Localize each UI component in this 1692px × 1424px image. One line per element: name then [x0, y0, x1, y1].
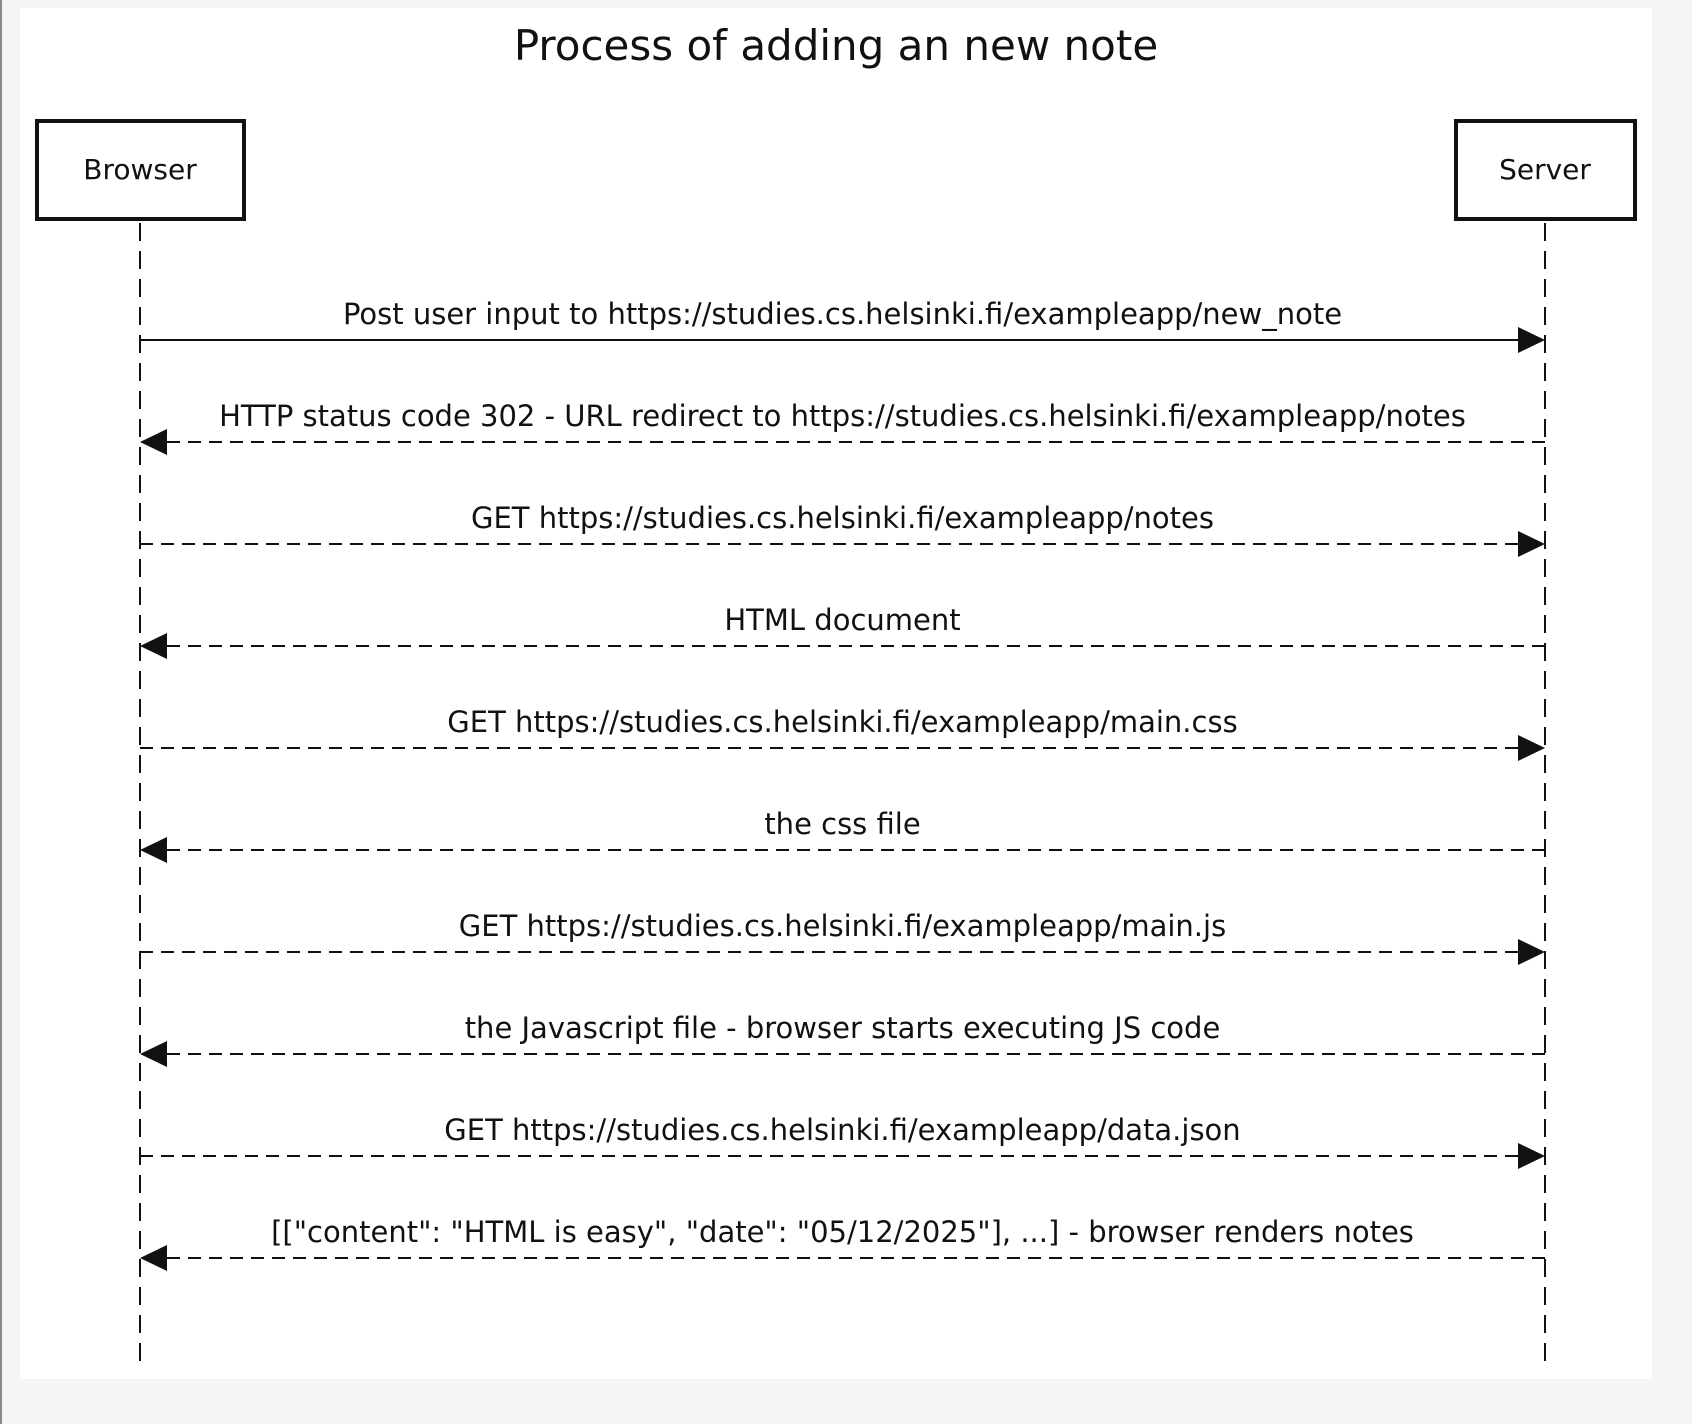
message-label-3: GET https://studies.cs.helsinki.fi/examp… — [471, 501, 1214, 535]
message-label-1: Post user input to https://studies.cs.he… — [343, 297, 1342, 331]
message-arrowhead-4 — [140, 633, 167, 659]
message-label-7: GET https://studies.cs.helsinki.fi/examp… — [459, 909, 1226, 943]
messages-group: Post user input to https://studies.cs.he… — [140, 297, 1545, 1271]
diagram-title: Process of adding an new note — [514, 21, 1158, 70]
message-label-5: GET https://studies.cs.helsinki.fi/examp… — [447, 705, 1237, 739]
message-arrowhead-7 — [1518, 939, 1545, 965]
message-arrowhead-5 — [1518, 735, 1545, 761]
message-arrowhead-2 — [140, 429, 167, 455]
message-arrowhead-6 — [140, 837, 167, 863]
message-arrowhead-1 — [1518, 327, 1545, 353]
message-arrowhead-8 — [140, 1041, 167, 1067]
window-edge — [0, 0, 2, 1424]
message-label-2: HTTP status code 302 - URL redirect to h… — [219, 399, 1466, 433]
message-arrowhead-10 — [140, 1245, 167, 1271]
message-label-4: HTML document — [724, 603, 960, 637]
sequence-diagram: Process of adding an new note Browser Se… — [35, 21, 1637, 1371]
message-label-8: the Javascript file - browser starts exe… — [465, 1011, 1221, 1045]
message-label-6: the css file — [764, 807, 920, 841]
message-arrowhead-3 — [1518, 531, 1545, 557]
participant-server-label: Server — [1499, 153, 1591, 186]
message-label-10: [["content": "HTML is easy", "date": "05… — [271, 1215, 1414, 1249]
participant-browser-label: Browser — [83, 153, 197, 186]
participant-server-box — [1454, 119, 1637, 221]
diagram-canvas: Process of adding an new note Browser Se… — [20, 8, 1652, 1379]
participant-browser-box — [35, 119, 246, 221]
message-label-9: GET https://studies.cs.helsinki.fi/examp… — [444, 1113, 1240, 1147]
message-arrowhead-9 — [1518, 1143, 1545, 1169]
